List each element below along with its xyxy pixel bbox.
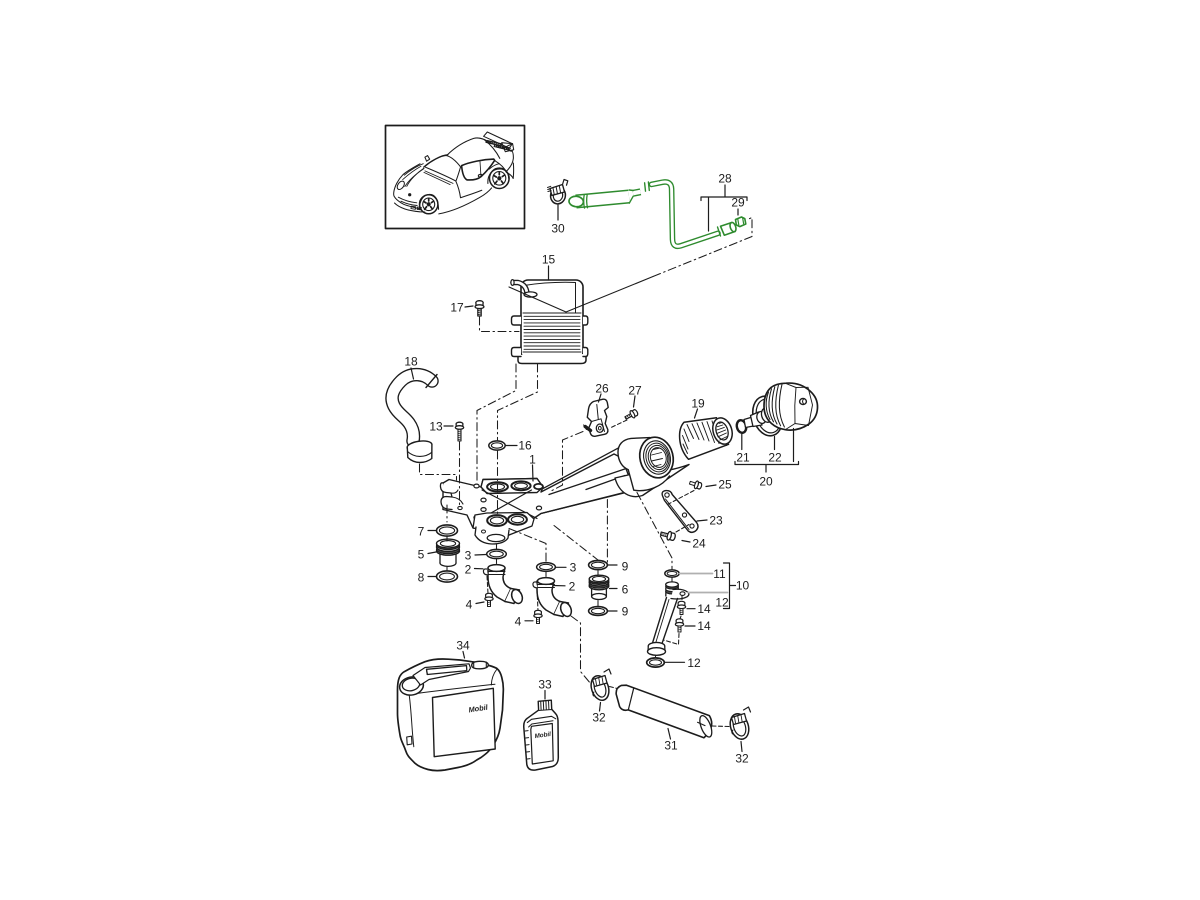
svg-text:9: 9 (622, 605, 629, 619)
svg-text:32: 32 (735, 752, 749, 766)
svg-text:14: 14 (697, 602, 711, 616)
svg-text:18: 18 (404, 355, 418, 369)
svg-text:30: 30 (551, 222, 565, 236)
svg-text:12: 12 (687, 656, 701, 670)
svg-text:21: 21 (736, 451, 750, 465)
svg-text:23: 23 (709, 514, 723, 528)
svg-text:12: 12 (715, 596, 729, 610)
svg-text:15: 15 (542, 253, 556, 267)
svg-text:3: 3 (570, 561, 577, 575)
svg-text:13: 13 (429, 420, 443, 434)
svg-text:20: 20 (759, 475, 773, 489)
svg-text:Mobil: Mobil (534, 731, 551, 740)
svg-text:14: 14 (697, 619, 711, 633)
svg-text:10: 10 (736, 579, 750, 593)
svg-text:3: 3 (465, 549, 472, 563)
svg-text:4: 4 (466, 598, 473, 612)
svg-text:32: 32 (592, 711, 606, 725)
svg-text:2: 2 (569, 580, 576, 594)
svg-text:25: 25 (718, 478, 732, 492)
svg-text:16: 16 (518, 439, 532, 453)
svg-text:4: 4 (515, 615, 522, 629)
svg-text:1: 1 (529, 453, 536, 467)
svg-text:17: 17 (450, 301, 464, 315)
svg-text:19: 19 (691, 397, 705, 411)
svg-text:6: 6 (622, 583, 629, 597)
svg-text:2: 2 (465, 563, 472, 577)
svg-text:7: 7 (418, 525, 425, 539)
svg-text:26: 26 (595, 382, 609, 396)
svg-text:33: 33 (538, 678, 552, 692)
svg-text:29: 29 (731, 196, 745, 210)
svg-text:Mobil: Mobil (468, 702, 489, 714)
svg-text:9: 9 (622, 560, 629, 574)
svg-text:22: 22 (768, 451, 782, 465)
svg-text:5: 5 (418, 548, 425, 562)
svg-text:11: 11 (713, 567, 726, 581)
svg-text:8: 8 (418, 571, 425, 585)
svg-text:28: 28 (718, 172, 732, 186)
svg-text:27: 27 (628, 384, 642, 398)
svg-text:24: 24 (692, 537, 706, 551)
svg-text:31: 31 (664, 739, 678, 753)
svg-text:34: 34 (456, 639, 470, 653)
